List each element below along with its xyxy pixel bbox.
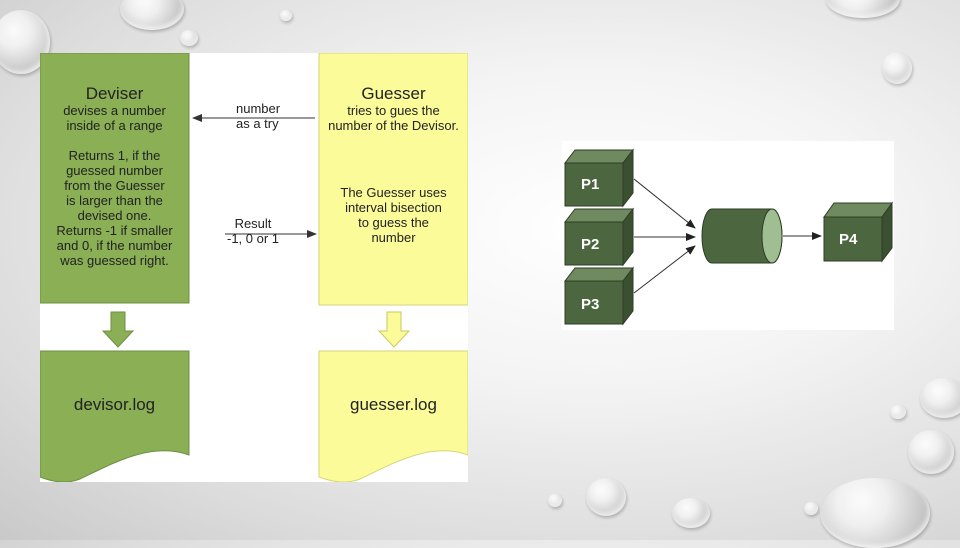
guesser-log-document (318, 350, 468, 482)
water-drop (820, 478, 930, 548)
result-label-line: -1, 0 or 1 (226, 231, 280, 246)
water-drop (180, 30, 198, 46)
deviser-line: devised one. (77, 208, 152, 223)
deviser-guesser-diagram: Deviser devises a number inside of a ran… (40, 53, 468, 482)
guesser-title: Guesser (361, 84, 426, 103)
result-label-line: Result (234, 216, 272, 231)
guesser-line: tries to gues the (347, 103, 440, 118)
water-drop (120, 0, 184, 30)
water-drop (672, 498, 710, 528)
water-drop (826, 0, 900, 18)
deviser-text: Deviser devises a number inside of a ran… (40, 84, 189, 268)
guesser-line: to guess the (358, 215, 429, 230)
p3-to-queue-arrow (633, 245, 696, 294)
guesser-line: number (371, 230, 416, 245)
try-label-line: as a try (236, 116, 279, 131)
try-arrow-label: number as a try (218, 101, 300, 131)
deviser-line: and 0, if the number (56, 238, 173, 253)
p3-label: P3 (581, 296, 600, 313)
deviser-down-arrow (101, 311, 135, 348)
guesser-line: number of the Devisor. (328, 118, 459, 133)
deviser-line (40, 133, 189, 148)
water-drop (908, 430, 954, 474)
devisor-log-label: devisor.log (73, 395, 156, 414)
diagram-shapes (40, 53, 468, 482)
p1-label: P1 (581, 176, 600, 193)
p1-process-box (563, 148, 635, 208)
result-arrow-label: Result -1, 0 or 1 (208, 216, 298, 246)
guesser-line (319, 159, 468, 185)
p2-label: P2 (581, 236, 600, 253)
deviser-title: Deviser (85, 84, 144, 103)
deviser-box (40, 53, 190, 304)
devisor-log-document (40, 350, 190, 482)
water-drop (890, 405, 906, 419)
water-drop (882, 52, 912, 84)
queue-cylinder (701, 208, 783, 264)
deviser-line: inside of a range (66, 118, 163, 133)
water-drop (920, 378, 960, 418)
guesser-line: interval bisection (345, 200, 442, 215)
water-drop (548, 494, 562, 507)
p3-process-box (563, 266, 635, 326)
deviser-line: from the Guesser (64, 178, 165, 193)
guesser-line (319, 133, 468, 159)
deviser-line: guessed number (66, 163, 163, 178)
deviser-line: was guessed right. (60, 253, 169, 268)
p2-process-box (563, 207, 635, 267)
deviser-line: is larger than the (66, 193, 163, 208)
guesser-box (318, 53, 468, 306)
p4-process-box (823, 201, 893, 263)
water-drop (280, 10, 292, 21)
water-drop (804, 502, 818, 515)
guesser-line: The Guesser uses (340, 185, 447, 200)
guesser-log-label: guesser.log (350, 395, 437, 414)
pipeline-shapes (563, 148, 893, 326)
p1-to-queue-arrow (633, 178, 696, 229)
deviser-line: devises a number (63, 103, 166, 118)
deviser-line: Returns 1, if the (68, 148, 161, 163)
deviser-line: Returns -1 if smaller (56, 223, 173, 238)
try-label-line: number (236, 101, 281, 116)
guesser-text: Guesser tries to gues the number of the … (319, 84, 468, 245)
process-pipeline-diagram: P1 P2 P3 P4 (562, 141, 894, 330)
water-drop (586, 478, 626, 516)
guesser-down-arrow (377, 311, 411, 348)
p4-label: P4 (839, 231, 858, 248)
